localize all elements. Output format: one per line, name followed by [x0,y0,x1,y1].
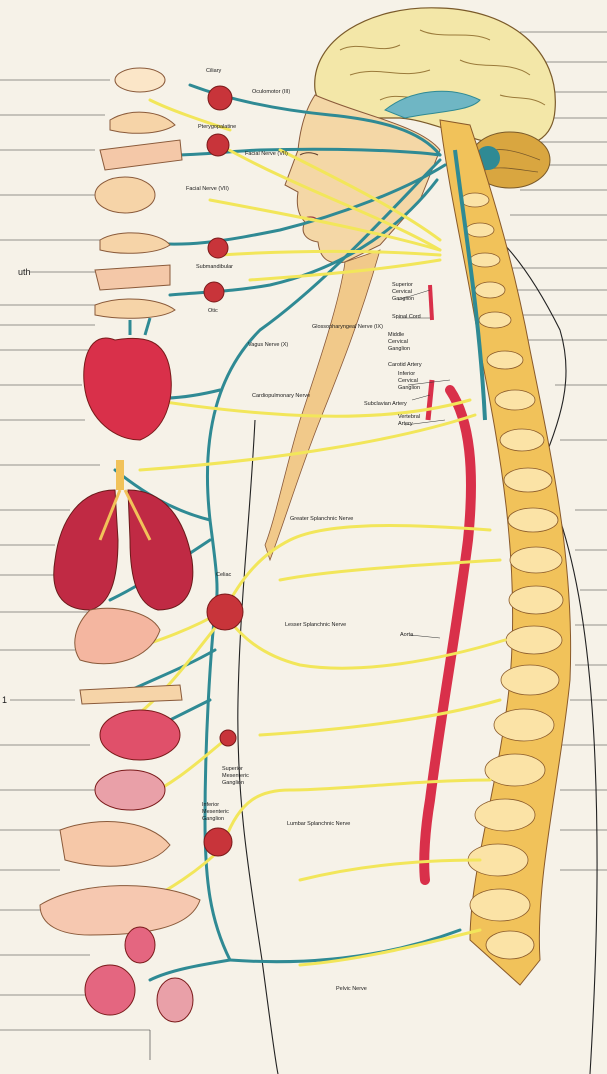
kidney [95,770,165,810]
right-lung [128,490,193,610]
mouth [95,265,170,290]
rectum [125,927,155,963]
label-spinal-cord: Spinal Cord [392,314,421,320]
label-vertebral-artery-2: Artery [398,421,413,427]
label-otic: Otic [208,308,218,314]
submandibular-gland [95,177,155,213]
lacrimal-gland [110,112,175,133]
ciliary-ganglion [208,86,232,110]
reproductive-organ [157,978,193,1022]
label-inferior-cervical-1: Inferior [398,371,415,377]
label-superior-cervical-1: Superior [392,282,413,288]
spinal-column [440,120,571,985]
label-oculomotor: Oculomotor (III) [252,89,290,95]
small-intestine [60,822,170,867]
label-inferior-mesenteric-1: Inferior [202,802,219,808]
label-vertebral-artery-1: Vertebral [398,414,420,420]
label-superior-mesenteric-2: Mesenteric [222,773,249,779]
organs [40,68,200,1022]
label-inferior-mesenteric-2: Mesenteric [202,809,229,815]
edge-text-left-mid: uth [18,267,31,277]
parotid-gland [95,299,175,318]
inferior-mesenteric-ganglion [204,828,232,856]
label-middle-cervical-3: Ganglion [388,346,410,352]
celiac-ganglion [207,594,243,630]
stomach [75,608,160,664]
label-cardiopulmonary: Cardiopulmonary Nerve [252,393,310,399]
label-aorta: Aorta [400,632,414,638]
large-intestine [40,886,200,935]
label-superior-cervical-2: Cervical [392,289,412,295]
superior-mesenteric-ganglion [220,730,236,746]
aorta [424,285,471,880]
label-inferior-cervical-2: Cervical [398,378,418,384]
label-facial-nerve-lower: Facial Nerve (VII) [186,186,229,192]
label-carotid-artery: Carotid Artery [388,362,422,368]
label-greater-splanchnic: Greater Splanchnic Nerve [290,516,353,522]
label-subclavian-artery: Subclavian Artery [364,401,407,407]
label-glossopharyngeal: Glossopharyngeal Nerve (IX) [312,324,383,330]
otic-ganglion [204,282,224,302]
sublingual-gland [100,233,170,253]
pancreas [80,685,182,704]
label-middle-cervical-2: Cervical [388,339,408,345]
eye [115,68,165,92]
label-ciliary: Ciliary [206,68,222,74]
label-inferior-cervical-3: Ganglion [398,385,420,391]
label-submandibular: Submandibular [196,264,233,270]
submandibular-ganglion [208,238,228,258]
label-pelvic: Pelvic Nerve [336,986,367,992]
label-lumbar-splanchnic: Lumbar Splanchnic Nerve [287,821,350,827]
label-superior-mesenteric-3: Ganglion [222,780,244,786]
edge-text-left-low: 1 [2,695,7,705]
label-pterygopalatine: Pterygopalatine [198,124,236,130]
label-superior-cervical-3: Ganglion [392,296,414,302]
throat-and-esophagus [265,250,380,560]
label-facial-nerve-upper: Facial Nerve (VII) [245,151,288,157]
heart [84,338,172,440]
label-vagus: Vagus Nerve (X) [248,342,288,348]
label-lesser-splanchnic: Lesser Splanchnic Nerve [285,622,346,628]
label-superior-mesenteric-1: Superior [222,766,243,772]
bladder [85,965,135,1015]
label-middle-cervical-1: Middle [388,332,404,338]
nasal-mucosa [100,140,182,170]
left-lung [54,490,118,610]
label-inferior-mesenteric-3: Ganglion [202,816,224,822]
pterygopalatine-ganglion [207,134,229,156]
liver [100,710,180,760]
label-celiac: Celiac [216,572,232,578]
